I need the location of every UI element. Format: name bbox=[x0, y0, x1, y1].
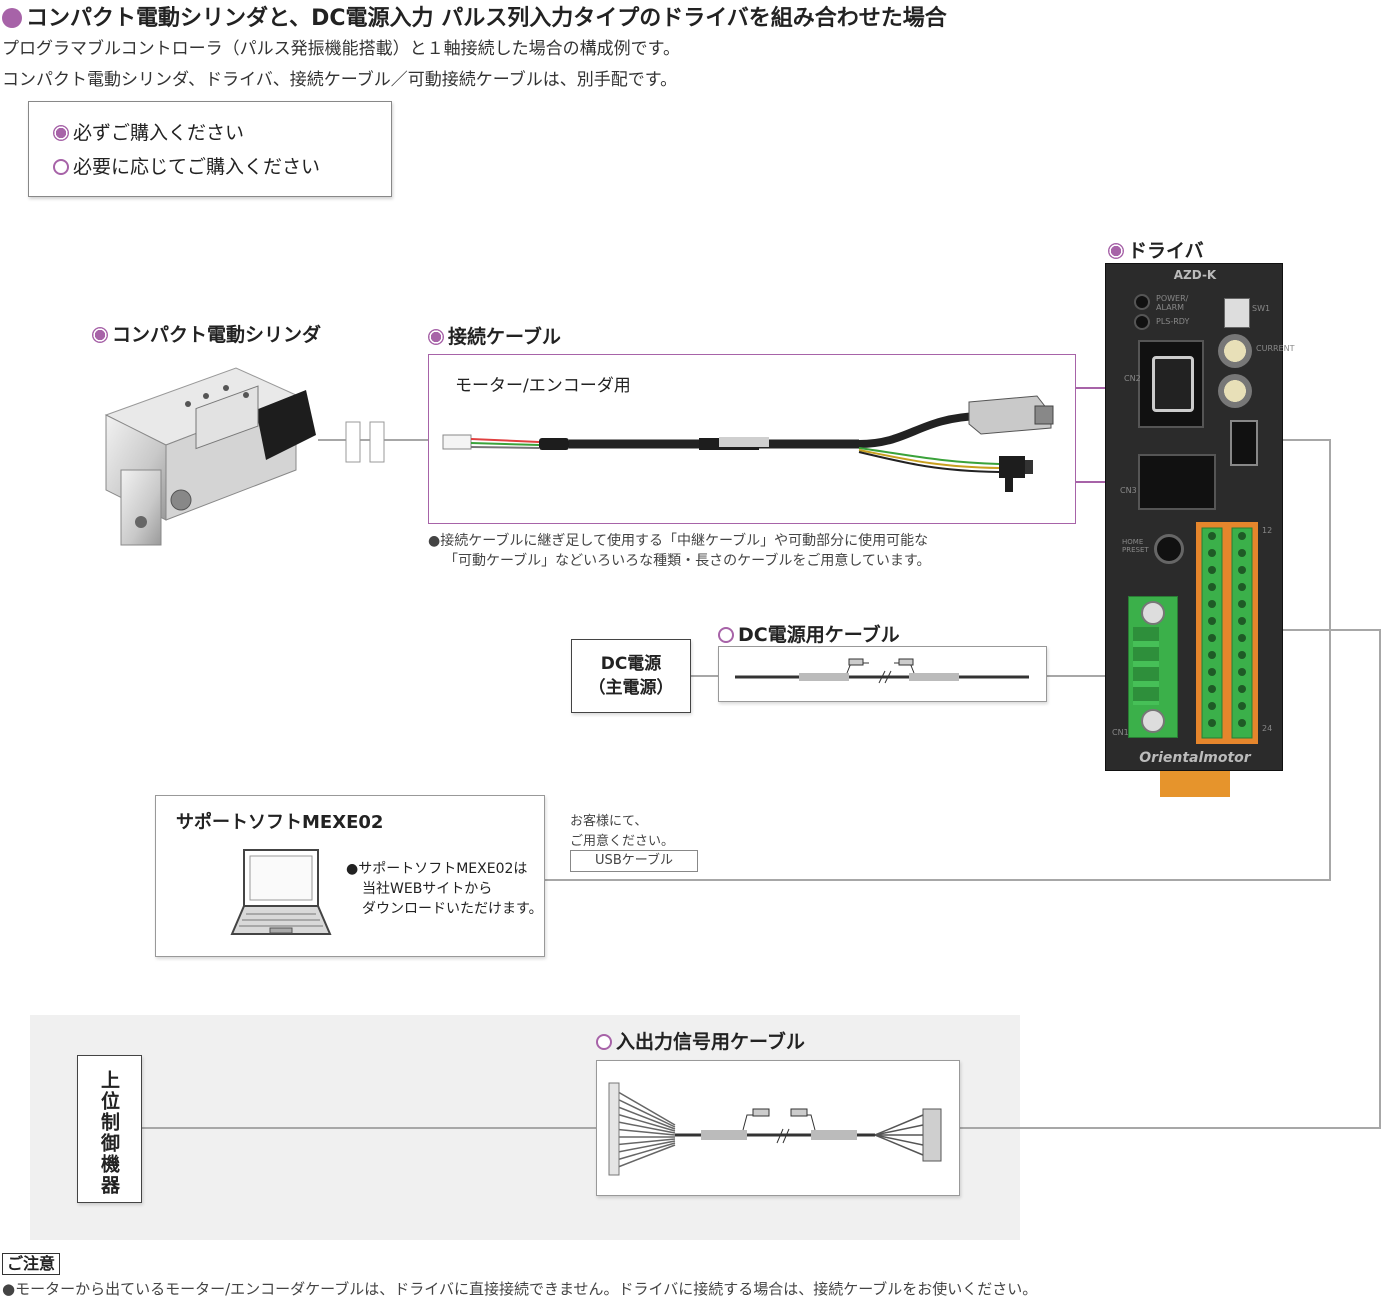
io-terminal-pins bbox=[1201, 527, 1253, 739]
intro-line-1: プログラマブルコントローラ（パルス発振機能搭載）と１軸接続した場合の構成例です。 bbox=[2, 39, 680, 59]
cn1-power-terminal[interactable] bbox=[1128, 596, 1178, 738]
dc-power-box: DC電源 （主電源） bbox=[571, 639, 691, 713]
software-box: サポートソフトMEXE02 ●サポートソフトMEXE02は 当社WEBサイトから… bbox=[155, 795, 545, 957]
cable-break-icon bbox=[345, 421, 385, 463]
power-alarm-label: POWER/ ALARM bbox=[1156, 294, 1189, 312]
cylinder-image bbox=[104, 367, 316, 546]
usb-port-icon[interactable] bbox=[1230, 420, 1258, 466]
cn2-connector[interactable] bbox=[1138, 340, 1204, 428]
software-note-3: ダウンロードいただけます。 bbox=[362, 901, 543, 917]
software-title: サポートソフトMEXE02 bbox=[176, 812, 384, 833]
legend-optional: 必要に応じてご購入ください bbox=[53, 152, 320, 179]
io-terminal-block[interactable] bbox=[1196, 522, 1258, 744]
conn-cable-note-2: 「可動ケーブル」などいろいろな種類・長さのケーブルをご用意しています。 bbox=[444, 553, 931, 569]
optional-mark-icon bbox=[53, 159, 69, 175]
cn2-label: CN2 bbox=[1124, 374, 1141, 383]
io-cable-label: 入出力信号用ケーブル bbox=[596, 1027, 805, 1054]
dc-power-line-1: DC電源 bbox=[600, 654, 662, 674]
cn3-connector[interactable] bbox=[1138, 454, 1216, 510]
legend-box: 必ずご購入ください 必要に応じてご購入ください bbox=[28, 101, 392, 197]
io-cable-box bbox=[596, 1060, 960, 1196]
driver-din-clip bbox=[1160, 771, 1230, 797]
pls-ready-label: PLS-RDY bbox=[1156, 317, 1190, 326]
pin-label-top: 12 bbox=[1262, 526, 1273, 535]
conn-cable-sublabel: モーター/エンコーダ用 bbox=[455, 376, 631, 396]
sw1-label: SW1 bbox=[1252, 304, 1271, 313]
home-preset-label: HOME PRESET bbox=[1122, 538, 1149, 554]
dc-power-line-2: （主電源） bbox=[588, 678, 674, 698]
software-note-1: ●サポートソフトMEXE02は bbox=[346, 861, 528, 877]
legend-required: 必ずご購入ください bbox=[53, 118, 244, 145]
conn-cable-box: モーター/エンコーダ用 bbox=[428, 354, 1076, 524]
power-terminal-slots bbox=[1133, 627, 1159, 705]
dip-switch-icon[interactable] bbox=[1224, 298, 1250, 328]
optional-mark-icon bbox=[718, 627, 734, 643]
driver-unit: AZD-K POWER/ ALARM PLS-RDY SW1 CN2 CURRE… bbox=[1105, 263, 1294, 771]
page-title: コンパクト電動シリンダと、DC電源入力 パルス列入力タイプのドライバを組み合わせ… bbox=[2, 0, 947, 32]
driver-label: ドライバ bbox=[1108, 236, 1204, 263]
required-mark-icon bbox=[53, 125, 69, 141]
cn1-label: CN1 bbox=[1112, 728, 1129, 737]
current-label: CURRENT bbox=[1256, 344, 1295, 353]
cn2-port-icon bbox=[1152, 356, 1194, 412]
usb-cable-label: USBケーブル bbox=[570, 850, 698, 872]
pin-label-bottom: 24 bbox=[1262, 724, 1273, 733]
software-note-2: 当社WEBサイトから bbox=[362, 881, 493, 897]
required-mark-icon bbox=[1108, 243, 1124, 259]
dc-cable-image bbox=[735, 658, 1029, 684]
cn3-label: CN3 bbox=[1120, 486, 1137, 495]
required-mark-icon bbox=[92, 327, 108, 343]
conn-cable-image bbox=[442, 395, 1054, 492]
usb-note-2: ご用意ください。 bbox=[570, 834, 675, 849]
host-controller-label: 上位制御機器 bbox=[98, 1070, 120, 1196]
laptop-icon bbox=[230, 849, 332, 935]
brand-logo: Orientalmotor bbox=[1139, 750, 1251, 766]
current-dial-2-icon[interactable] bbox=[1218, 374, 1252, 408]
optional-mark-icon bbox=[596, 1034, 612, 1050]
host-controller-box: 上位制御機器 bbox=[77, 1055, 142, 1203]
home-preset-button[interactable] bbox=[1154, 534, 1184, 564]
caution-text: ●モーターから出ているモーター/エンコーダケーブルは、ドライバに直接接続できませ… bbox=[2, 1280, 1038, 1298]
screw-icon bbox=[1141, 601, 1165, 625]
caution-title: ご注意 bbox=[2, 1253, 61, 1275]
power-led-icon bbox=[1134, 294, 1150, 310]
current-dial-1-icon[interactable] bbox=[1218, 334, 1252, 368]
dc-cable-label: DC電源用ケーブル bbox=[718, 620, 900, 647]
intro-line-2: コンパクト電動シリンダ、ドライバ、接続ケーブル／可動接続ケーブルは、別手配です。 bbox=[2, 70, 678, 90]
conn-cable-note-1: ●接続ケーブルに継ぎ足して使用する「中継ケーブル」や可動部分に使用可能な bbox=[428, 533, 929, 549]
driver-model: AZD-K bbox=[1173, 268, 1217, 282]
bullet-circle-icon bbox=[2, 8, 22, 28]
screw-icon bbox=[1141, 709, 1165, 733]
io-cable-image bbox=[608, 1082, 942, 1176]
usb-note-1: お客様にて、 bbox=[570, 814, 648, 829]
conn-cable-label: 接続ケーブル bbox=[428, 322, 561, 349]
dc-cable-box bbox=[718, 646, 1047, 702]
ready-led-icon bbox=[1134, 314, 1150, 330]
required-mark-icon bbox=[428, 329, 444, 345]
cylinder-label: コンパクト電動シリンダ bbox=[92, 320, 321, 347]
